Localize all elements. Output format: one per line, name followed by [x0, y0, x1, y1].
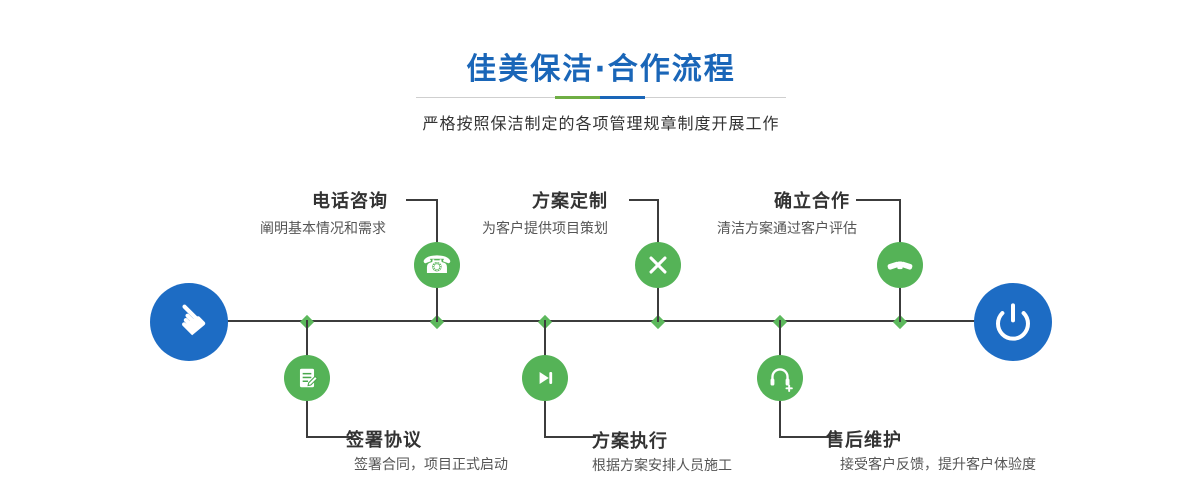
connector-elbow: [856, 199, 901, 243]
handshake-icon: [887, 261, 913, 270]
step-desc-support: 接受客户反馈，提升客户体验度: [840, 457, 1036, 473]
design-tools-icon: [649, 256, 667, 274]
timeline-line: [189, 320, 1013, 322]
page-title: 佳美保洁·合作流程: [466, 52, 736, 87]
step-node-phone: ☎: [414, 242, 460, 288]
power-icon: [996, 303, 1030, 341]
step-title-cooperation: 确立合作: [774, 191, 850, 212]
divider-green-segment: [555, 96, 600, 99]
headset-icon: [770, 368, 793, 392]
pointing-hand-icon: ☚: [160, 291, 218, 349]
timeline-end-node: [974, 283, 1052, 361]
step-title-contract: 签署协议: [346, 430, 422, 451]
contract-icon: [299, 368, 319, 388]
step-desc-phone: 阐明基本情况和需求: [260, 221, 386, 237]
connector-elbow: [406, 199, 438, 243]
step-node-contract: [284, 355, 330, 401]
connector-elbow: [306, 401, 352, 438]
step-node-handshake: [877, 242, 923, 288]
timeline-start-node: ☚: [150, 283, 228, 361]
step-desc-contract: 签署合同，项目正式启动: [354, 457, 508, 473]
step-desc-execute: 根据方案安排人员施工: [592, 458, 732, 474]
connector-elbow: [629, 199, 659, 243]
title-divider: [416, 96, 786, 99]
play-next-icon: [539, 372, 553, 384]
connector-elbow: [779, 401, 831, 438]
connector-line: [899, 286, 901, 322]
connector-elbow: [544, 401, 596, 438]
divider-blue-segment: [600, 96, 645, 99]
step-title-support: 售后维护: [826, 430, 902, 451]
step-node-execute: [522, 355, 568, 401]
connector-line: [436, 286, 438, 322]
phone-icon: ☎: [422, 251, 452, 279]
step-node-support: [757, 355, 803, 401]
connector-line: [657, 286, 659, 322]
page-subtitle: 严格按照保洁制定的各项管理规章制度开展工作: [422, 114, 780, 133]
step-desc-cooperation: 清洁方案通过客户评估: [717, 221, 857, 237]
connector-line: [306, 320, 308, 356]
step-title-phone: 电话咨询: [312, 191, 388, 212]
connector-line: [779, 320, 781, 356]
step-node-design: [635, 242, 681, 288]
step-desc-design: 为客户提供项目策划: [482, 221, 608, 237]
step-title-design: 方案定制: [532, 191, 608, 212]
connector-line: [544, 320, 546, 356]
step-title-execute: 方案执行: [592, 431, 668, 452]
